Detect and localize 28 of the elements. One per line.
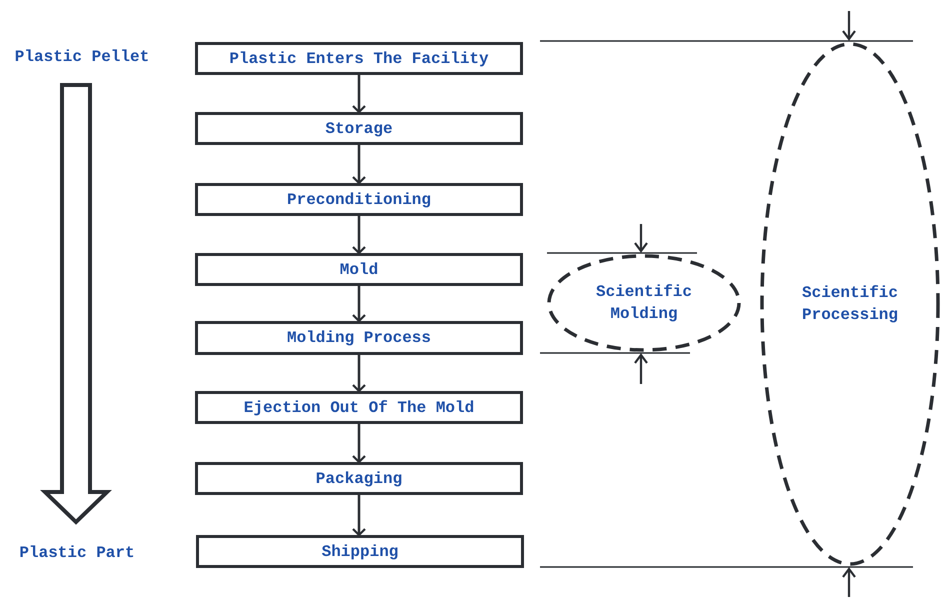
process-box <box>195 112 523 145</box>
arrow <box>352 424 366 464</box>
arrow <box>352 286 366 322</box>
node-label: Molding Process <box>286 328 432 349</box>
arrow <box>352 495 366 536</box>
hollow-arrow <box>40 83 112 525</box>
arrow <box>352 216 366 254</box>
process-box <box>195 183 523 216</box>
node-label: Mold <box>340 260 378 280</box>
process-box <box>195 391 523 424</box>
arrow <box>352 75 366 114</box>
node-label: Storage <box>325 118 393 140</box>
node-label: Ejection Out Of The Mold <box>244 398 474 418</box>
process-box <box>195 253 523 286</box>
process-box <box>196 535 524 568</box>
process-box <box>195 42 523 75</box>
node-label: Plastic Pellet <box>14 47 150 68</box>
node-label: Packaging <box>316 468 402 490</box>
process-box <box>195 321 523 355</box>
node-label: Plastic Enters The Facility <box>229 48 489 70</box>
node-label: Preconditioning <box>286 190 432 210</box>
node-label: Scientific Molding <box>594 282 693 325</box>
node-label: Plastic Part <box>19 543 135 564</box>
node-label: Scientific Processing <box>800 283 899 326</box>
arrow <box>352 355 366 392</box>
node-label: Shipping <box>322 542 398 562</box>
arrow <box>352 145 366 184</box>
process-box <box>195 462 523 495</box>
